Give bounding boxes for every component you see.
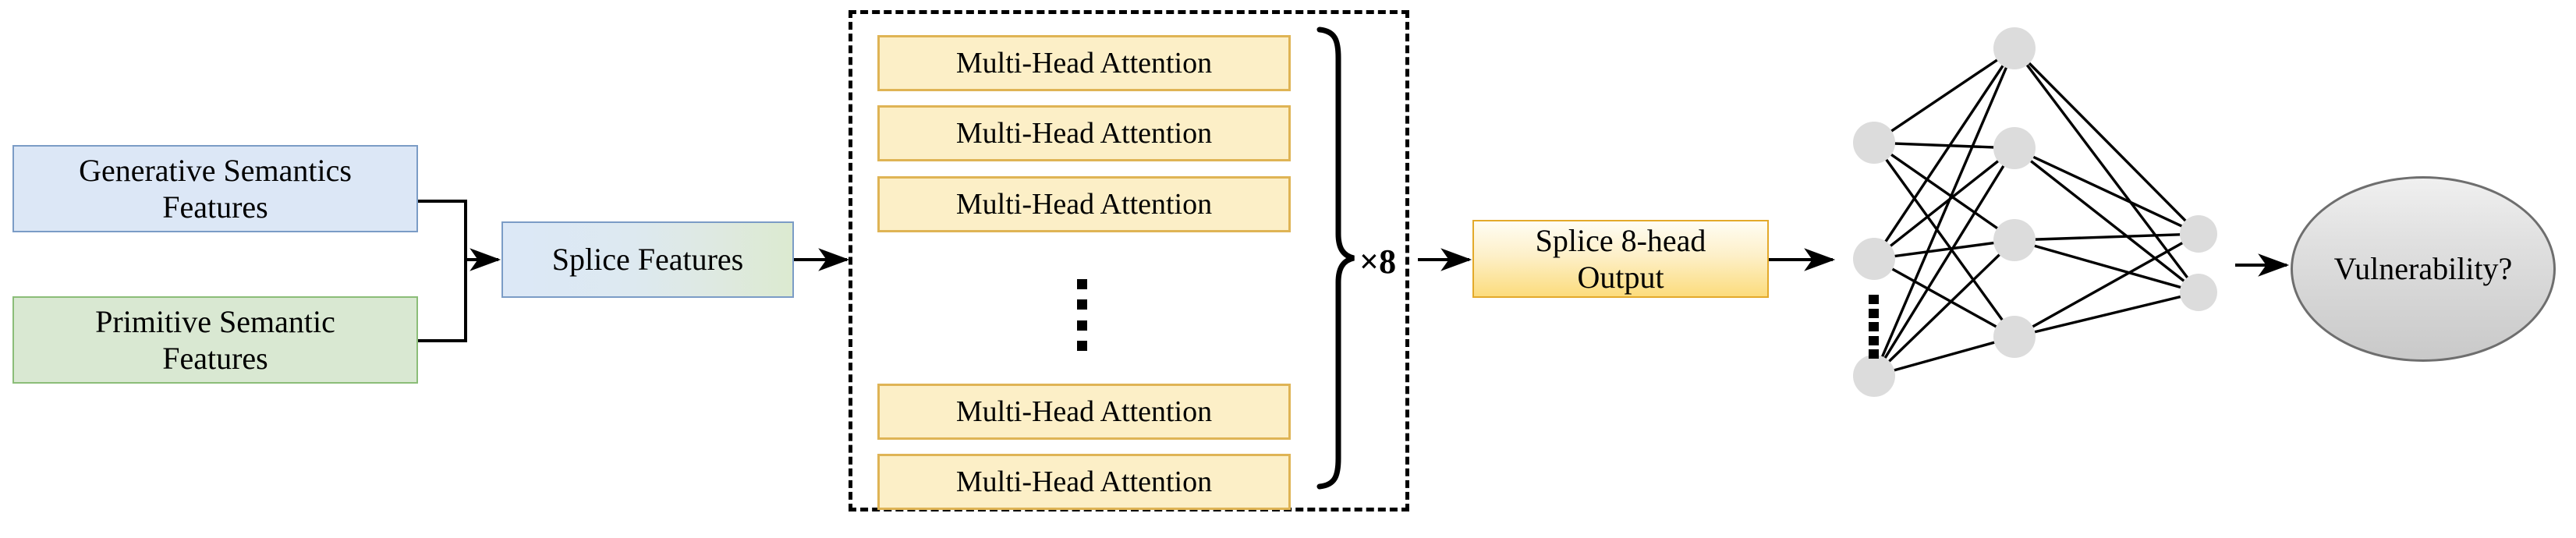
vulnerability-result-node[interactable]: Vulnerability? — [2291, 176, 2556, 362]
multi-head-attention-box[interactable]: Multi-Head Attention — [877, 35, 1291, 91]
splice-features-box[interactable]: Splice Features — [501, 221, 794, 298]
multi-head-attention-box[interactable]: Multi-Head Attention — [877, 384, 1291, 440]
repeat-count-label: ×8 — [1359, 242, 1397, 281]
multi-head-attention-box[interactable]: Multi-Head Attention — [877, 176, 1291, 232]
multi-head-attention-box[interactable]: Multi-Head Attention — [877, 454, 1291, 510]
network-vertical-ellipsis-icon — [1869, 295, 1880, 359]
nn-nodes — [1853, 27, 2217, 397]
attention-vertical-ellipsis-icon — [1077, 279, 1088, 351]
splice-8head-output-box[interactable]: Splice 8-head Output — [1472, 220, 1769, 298]
generative-semantics-features-box[interactable]: Generative Semantics Features — [12, 145, 418, 232]
primitive-semantic-features-box[interactable]: Primitive Semantic Features — [12, 296, 418, 384]
nn-edges — [1873, 47, 2200, 377]
multi-head-attention-box[interactable]: Multi-Head Attention — [877, 105, 1291, 161]
